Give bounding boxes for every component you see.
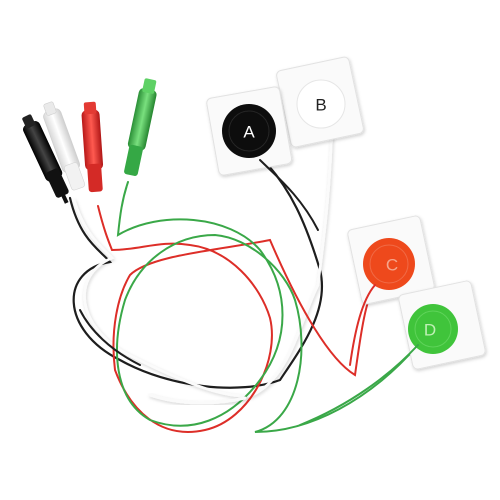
electrode-d: D [398,280,486,370]
connector-white [43,101,86,191]
electrode-c: C [347,215,435,305]
connector-black [22,114,69,204]
electrode-b-label: B [315,96,326,115]
wire-green [116,181,419,433]
electrode-b: B [276,56,364,148]
electrode-c-label: C [386,256,398,275]
connector-red [81,101,104,193]
wire-white [72,118,334,398]
wire-bundle [68,118,419,433]
connector-green [124,78,157,176]
electrode-a: A [206,86,293,176]
wire-red [97,205,376,433]
wire-black [68,163,323,389]
electrode-d-label: D [424,321,436,340]
electrode-a-label: A [243,123,255,142]
